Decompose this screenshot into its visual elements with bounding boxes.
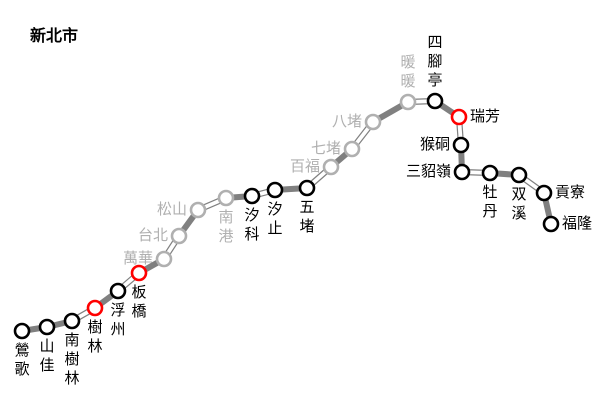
station-label: 樹林 <box>87 318 103 355</box>
station-label: 台北 <box>137 226 168 244</box>
station-marker[interactable] <box>189 201 207 219</box>
station-label: 牡丹 <box>482 183 498 220</box>
station-label: 貢寮 <box>555 183 586 201</box>
region-title: 新北市 <box>30 26 79 45</box>
station-marker[interactable] <box>542 215 560 233</box>
station-marker[interactable] <box>510 166 528 184</box>
station-marker[interactable] <box>364 113 382 131</box>
station-label: 汐止 <box>267 200 283 237</box>
station-label: 四腳亭 <box>427 33 443 89</box>
station-marker[interactable] <box>426 92 444 110</box>
station-marker[interactable] <box>452 136 470 154</box>
station-marker[interactable] <box>217 189 235 207</box>
station-label: 三貂嶺 <box>405 162 451 180</box>
station-marker[interactable] <box>481 164 499 182</box>
station-label: 萬華 <box>122 249 153 267</box>
station-marker[interactable] <box>109 282 127 300</box>
station-label: 浮州 <box>110 301 126 338</box>
station-marker[interactable] <box>343 140 361 158</box>
station-label: 五堵 <box>299 198 315 235</box>
station-marker[interactable] <box>170 227 188 245</box>
station-label: 板橋 <box>131 283 147 320</box>
station-label: 暖暖 <box>400 53 416 90</box>
station-label: 百福 <box>289 157 320 175</box>
station-marker[interactable] <box>243 187 261 205</box>
station-label: 鶯歌 <box>14 341 30 378</box>
station-marker[interactable] <box>453 163 471 181</box>
station-marker[interactable] <box>322 158 340 176</box>
station-label: 猴硐 <box>419 135 450 153</box>
station-label: 南樹林 <box>64 331 80 387</box>
station-label: 八堵 <box>331 112 362 130</box>
station-label: 七堵 <box>310 139 341 157</box>
station-label: 汐科 <box>244 206 260 243</box>
station-marker[interactable] <box>399 93 417 111</box>
station-marker[interactable] <box>38 318 56 336</box>
station-marker[interactable] <box>266 181 284 199</box>
station-label: 松山 <box>156 200 187 218</box>
station-marker[interactable] <box>63 312 81 330</box>
station-label: 山佳 <box>39 337 55 374</box>
station-marker[interactable] <box>450 108 468 126</box>
station-marker[interactable] <box>130 264 148 282</box>
station-marker[interactable] <box>13 322 31 340</box>
station-label: 双溪 <box>511 185 527 222</box>
station-label: 瑞芳 <box>470 107 501 125</box>
station-marker[interactable] <box>535 184 553 202</box>
station-label: 福隆 <box>562 214 593 232</box>
station-marker[interactable] <box>86 299 104 317</box>
station-marker[interactable] <box>298 179 316 197</box>
station-label: 南港 <box>218 208 234 245</box>
station-marker[interactable] <box>155 250 173 268</box>
